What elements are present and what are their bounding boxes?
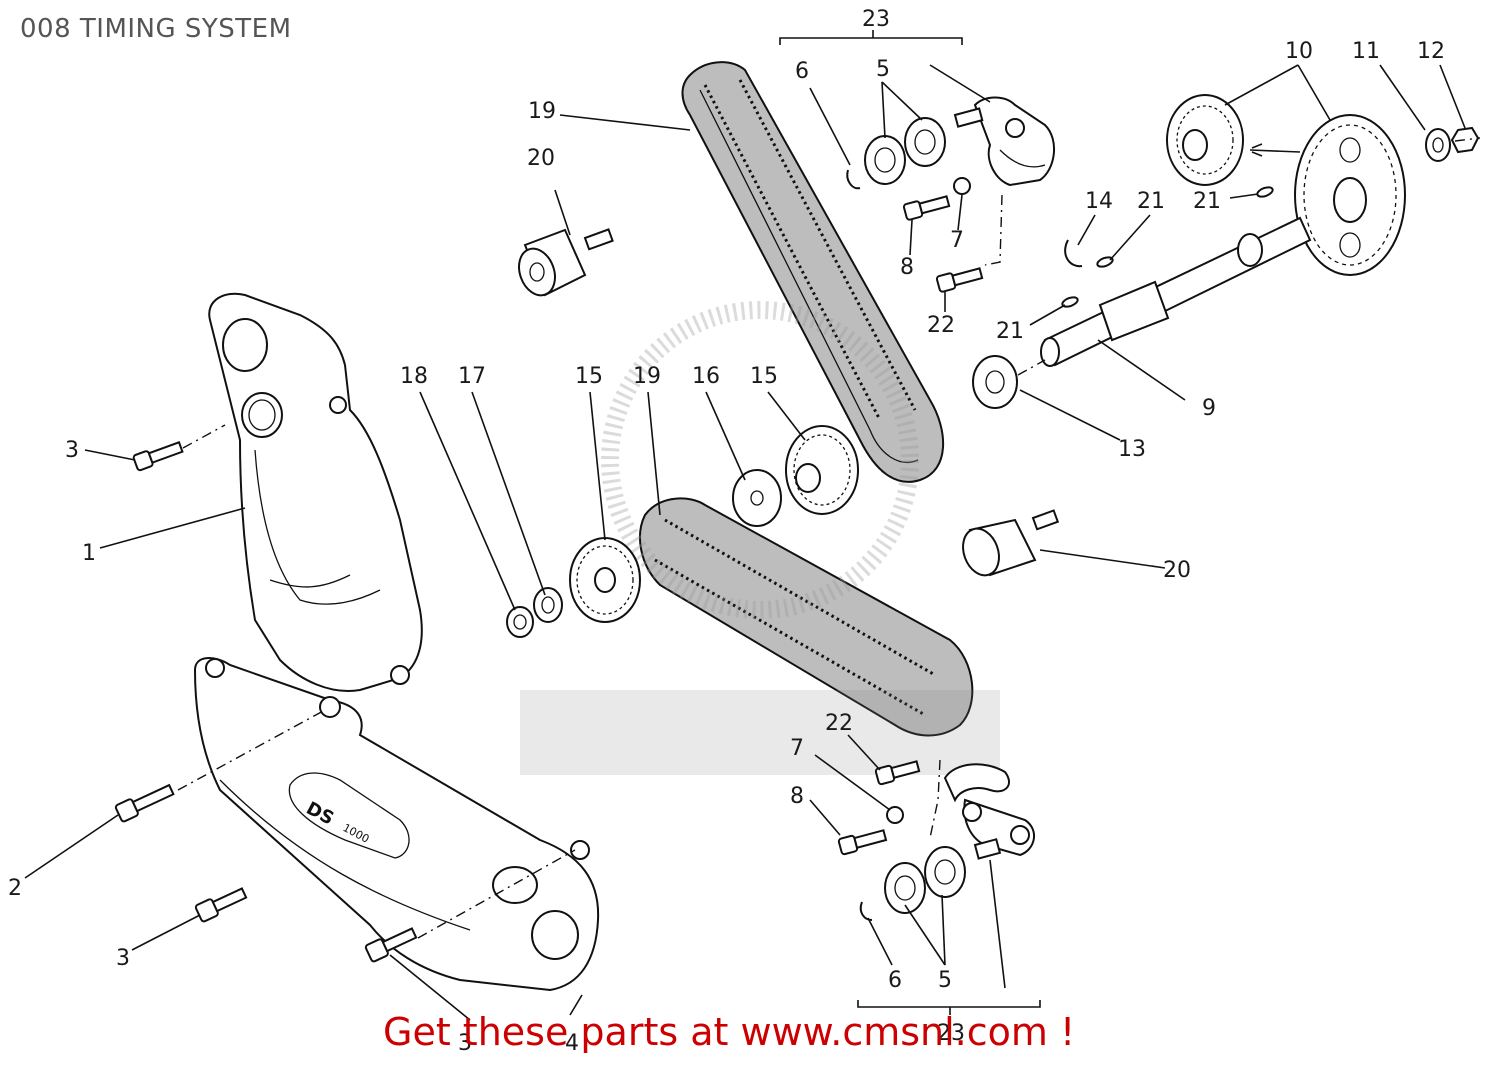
spacer-lower [962, 509, 1060, 577]
callout-4: 4 [565, 1031, 579, 1056]
callout-22: 22 [927, 313, 955, 338]
callout-6: 6 [795, 59, 809, 84]
callout-16: 16 [692, 364, 720, 389]
callout-22: 22 [825, 711, 853, 736]
callout-labels: 1 2 3 3 3 3 4 5 5 6 6 7 7 8 8 9 10 11 12… [8, 7, 1445, 1056]
pulley-right [732, 425, 859, 527]
callout-7: 7 [790, 736, 804, 761]
callout-8: 8 [900, 255, 914, 280]
upper-timing-belt [681, 61, 945, 483]
callout-15: 15 [750, 364, 778, 389]
callout-3: 3 [116, 946, 130, 971]
lower-tensioner [837, 759, 1035, 921]
lower-timing-cover: DS 1000 [193, 657, 600, 992]
diagram-title: 008 TIMING SYSTEM [20, 14, 292, 44]
watermark [520, 301, 1000, 775]
callout-23: 23 [937, 1021, 965, 1046]
pulley-left [506, 537, 641, 638]
callout-12: 12 [1417, 39, 1445, 64]
promo-banner-link[interactable]: Get these parts at www.cmsnl.com ! [383, 1010, 1076, 1054]
callout-7: 7 [950, 228, 964, 253]
callout-11: 11 [1352, 39, 1380, 64]
callout-2: 2 [8, 876, 22, 901]
upper-timing-cover [208, 292, 423, 692]
screws-left [114, 424, 576, 963]
callout-15: 15 [575, 364, 603, 389]
callout-5: 5 [938, 968, 952, 993]
callout-13: 13 [1118, 437, 1146, 462]
callout-6: 6 [888, 968, 902, 993]
callout-20: 20 [1163, 558, 1191, 583]
callout-17: 17 [458, 364, 486, 389]
callout-3: 3 [65, 438, 79, 463]
callout-21: 21 [1137, 189, 1165, 214]
callout-1: 1 [82, 541, 96, 566]
callout-20: 20 [527, 146, 555, 171]
callout-14: 14 [1085, 189, 1113, 214]
leader-lines [24, 30, 1466, 1021]
callout-19: 19 [633, 364, 661, 389]
callout-3: 3 [458, 1031, 472, 1056]
callout-18: 18 [400, 364, 428, 389]
callout-21: 21 [996, 319, 1024, 344]
callout-8: 8 [790, 784, 804, 809]
callout-19: 19 [528, 99, 556, 124]
camshaft-assembly [972, 94, 1481, 409]
lower-timing-belt [639, 497, 974, 737]
callout-9: 9 [1202, 396, 1216, 421]
upper-tensioner [846, 96, 1056, 293]
callout-23: 23 [862, 7, 890, 32]
callout-10: 10 [1285, 39, 1313, 64]
callout-5: 5 [876, 57, 890, 82]
spacer-upper [518, 228, 614, 297]
callout-21: 21 [1193, 189, 1221, 214]
